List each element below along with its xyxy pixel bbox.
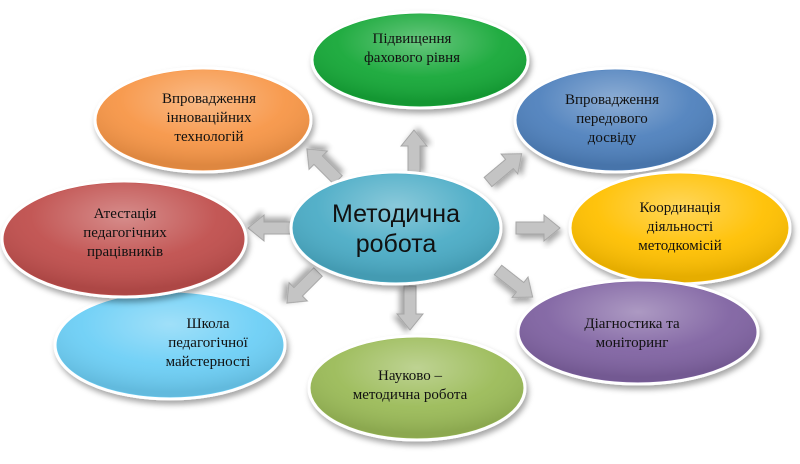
arrow-attestation	[247, 213, 293, 243]
node-label-line: діяльності	[647, 219, 713, 235]
node-label-line: Підвищення	[373, 31, 452, 47]
node-label-line: Впровадження	[162, 91, 256, 107]
node-gloss	[314, 14, 526, 106]
node-label-line: методкомісій	[638, 238, 721, 254]
node-label: Підвищення фахового рівня	[364, 31, 460, 66]
node-research: Науково – методична робота	[307, 334, 527, 442]
node-label-line: Впровадження	[565, 92, 659, 108]
center-gloss	[293, 174, 499, 282]
node-gloss	[4, 183, 244, 295]
arrows-layer	[247, 129, 561, 331]
node-diagnostics: Діагностика та моніторинг	[516, 278, 760, 386]
node-coordination: Координація діяльності методкомісій	[568, 170, 792, 286]
node-label-line: передового	[576, 111, 648, 127]
node-advanced-experience: Впровадження передового досвіду	[513, 66, 717, 174]
center-label-line: робота	[356, 230, 437, 258]
node-label-line: Атестація	[94, 206, 157, 222]
node-label: Діагностика та моніторинг	[584, 316, 680, 351]
node-label: Атестація педагогічних працівників	[83, 206, 167, 260]
node-label-line: Школа	[186, 316, 229, 332]
node-label-line: Діагностика та	[584, 316, 680, 332]
node-gloss	[97, 70, 309, 170]
arrow-coordination	[515, 213, 561, 243]
node-label-line: Науково –	[378, 368, 442, 384]
node-innovations: Впровадження інноваційних технологій	[93, 66, 313, 174]
node-gloss	[311, 338, 523, 438]
node-label-line: інноваційних	[166, 110, 252, 126]
node-gloss	[572, 174, 788, 282]
node-label: Школа педагогічної майстерності	[166, 316, 251, 370]
node-label-line: досвіду	[588, 130, 637, 146]
node-label-line: технологій	[174, 129, 243, 145]
arrow-school	[286, 267, 323, 304]
node-label: Науково – методична робота	[353, 368, 468, 403]
node-label: Координація діяльності методкомісій	[638, 200, 721, 254]
node-gloss	[520, 282, 756, 382]
node-label-line: працівників	[87, 244, 163, 260]
node-attestation: Атестація педагогічних працівників	[0, 179, 248, 299]
node-gloss	[57, 293, 283, 397]
arrow-innovations	[306, 148, 343, 185]
node-label-line: педагогічної	[168, 335, 248, 351]
node-label: Впровадження інноваційних технологій	[162, 91, 256, 145]
arrow-advanced-experience	[483, 153, 523, 188]
node-professional-level: Підвищення фахового рівня	[310, 10, 530, 110]
node-label-line: педагогічних	[83, 225, 167, 241]
node-label-line: майстерності	[166, 354, 251, 370]
arrow-diagnostics	[493, 264, 534, 299]
node-school: Школа педагогічної майстерності	[53, 289, 287, 401]
node-label: Впровадження передового досвіду	[565, 92, 659, 146]
center-label-line: Методична	[332, 200, 460, 228]
node-gloss	[517, 70, 713, 170]
node-label-line: моніторинг	[596, 335, 669, 351]
node-label-line: методична робота	[353, 387, 468, 403]
node-label-line: Координація	[640, 200, 721, 216]
arrow-professional-level	[399, 129, 429, 175]
arrow-research	[395, 285, 425, 331]
node-label-line: фахового рівня	[364, 50, 460, 66]
